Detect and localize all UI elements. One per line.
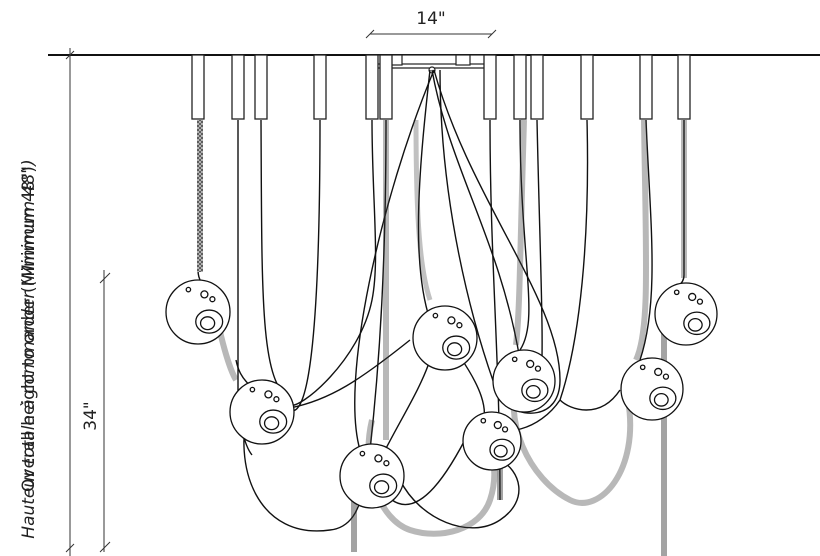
pendant-sleeve	[313, 54, 327, 120]
glass-globe	[462, 411, 522, 471]
pendant-sleeve	[254, 54, 268, 120]
pendant-sleeve	[379, 54, 393, 120]
drop-height-label: 34"	[81, 401, 101, 430]
pendant-sleeve	[483, 54, 497, 120]
glass-globe	[412, 305, 478, 371]
glass-globe	[492, 349, 556, 413]
pendant-sleeve	[365, 54, 379, 120]
glass-globe	[620, 357, 684, 421]
pendant-sleeve	[677, 54, 691, 120]
glass-globe	[165, 279, 231, 345]
pendant-sleeve	[580, 54, 594, 120]
pendant-sleeve	[191, 54, 205, 120]
top-width-dimension: 14"	[365, 9, 497, 39]
top-width-label: 14"	[416, 9, 445, 29]
glass-globe	[654, 282, 718, 346]
drop-height-dimension: 34"	[81, 270, 111, 553]
pendant-sleeve	[231, 54, 245, 120]
glass-globe	[229, 379, 295, 445]
pendant-sleeve	[513, 54, 527, 120]
pendant-sleeve	[530, 54, 544, 120]
glass-globe	[339, 443, 405, 509]
overall-height-label-fr: Hauteur totale à commander (Minimum 48")	[19, 159, 39, 538]
glass-globes	[165, 279, 718, 509]
braided-cords	[197, 119, 687, 556]
side-labels: Overall height to order (Minimum 48") Ha…	[19, 159, 39, 538]
thin-cords	[197, 69, 685, 532]
overall-height-dimension	[65, 48, 75, 556]
overall-height-label-en: Overall height to order (Minimum 48")	[19, 166, 39, 492]
pendant-sleeves	[191, 54, 691, 120]
pendant-sleeve	[639, 54, 653, 120]
